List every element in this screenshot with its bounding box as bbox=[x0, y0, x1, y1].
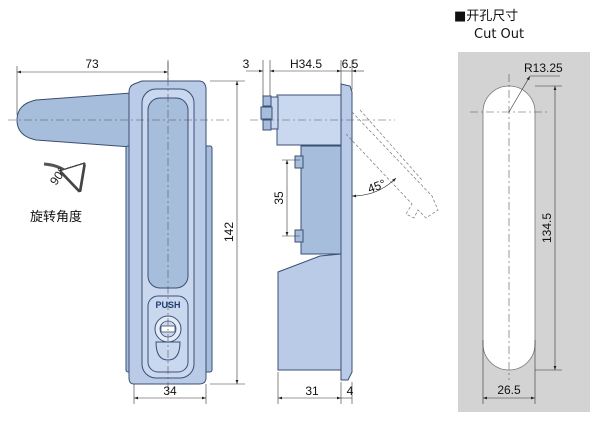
dim-34: 34 bbox=[163, 384, 177, 398]
front-dimensions: 73 142 34 bbox=[16, 57, 245, 404]
dim-142: 142 bbox=[222, 222, 236, 242]
dim-134-5: 134.5 bbox=[540, 213, 554, 243]
dim-6-5: 6.5 bbox=[342, 57, 359, 71]
angle-arc bbox=[351, 177, 397, 198]
rotation-indicator: 90° 旋转角度 bbox=[30, 164, 82, 225]
nut-3 bbox=[262, 119, 272, 131]
side-view bbox=[250, 83, 439, 381]
side-flange bbox=[340, 83, 353, 381]
dim-4: 4 bbox=[347, 384, 354, 398]
dim-31: 31 bbox=[305, 384, 319, 398]
dim-26-5: 26.5 bbox=[497, 383, 521, 397]
handle-ghost-45 bbox=[345, 111, 439, 219]
dim-3: 3 bbox=[243, 57, 250, 71]
side-mid-housing bbox=[300, 145, 342, 255]
rotation-label: 旋转角度 bbox=[30, 209, 82, 225]
rotation-angle: 90° bbox=[47, 165, 69, 188]
side-dimensions: 3 H34.5 6.5 35 45° 31 4 bbox=[243, 57, 397, 404]
handle-ghost-inner bbox=[359, 109, 423, 181]
dim-35: 35 bbox=[272, 191, 286, 205]
cutout-title-cn: ■开孔尺寸 bbox=[454, 9, 518, 24]
front-view: PUSH bbox=[8, 62, 232, 398]
radius-leader bbox=[508, 75, 531, 113]
dim-r13-25: R13.25 bbox=[524, 61, 563, 75]
cutout-section: ■开孔尺寸 Cut Out R13.25 134.5 26.5 bbox=[454, 9, 590, 412]
nut-1 bbox=[262, 95, 272, 107]
angle-45: 45° bbox=[366, 176, 388, 195]
dim-73: 73 bbox=[85, 57, 99, 71]
side-lower-housing bbox=[277, 253, 342, 371]
rotation-arrow-icon bbox=[43, 164, 80, 192]
nut-2 bbox=[260, 106, 273, 120]
cutout-title-en: Cut Out bbox=[474, 27, 524, 42]
dim-h34-5: H34.5 bbox=[290, 57, 322, 71]
screw-top bbox=[294, 155, 304, 169]
